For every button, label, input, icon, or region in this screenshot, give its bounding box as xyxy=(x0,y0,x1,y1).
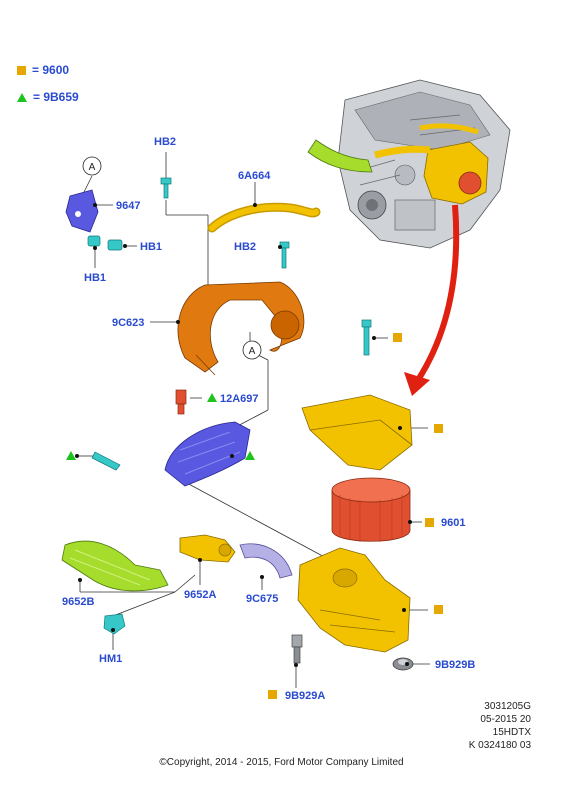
yellow-square-icon xyxy=(434,424,443,433)
reference-code-2: 05-2015 20 xyxy=(480,714,531,725)
part-6a664-hose xyxy=(207,202,321,233)
part-12a697-sensor xyxy=(175,389,187,415)
part-9601-filter xyxy=(331,477,411,542)
green-triangle-icon xyxy=(207,393,217,402)
label-9652a: 9652A xyxy=(184,589,216,601)
part-9b929b xyxy=(392,657,414,671)
part-9652a xyxy=(179,534,236,563)
label-9652b: 9652B xyxy=(62,596,94,608)
part-9b929a xyxy=(291,634,303,664)
green-triangle-icon xyxy=(17,92,27,102)
legend-text-9b659: = 9B659 xyxy=(33,90,79,104)
yellow-square-icon xyxy=(393,333,402,342)
svg-text:A: A xyxy=(249,346,256,357)
bolt-left-clip xyxy=(91,451,121,471)
yellow-square-icon xyxy=(434,605,443,614)
label-9c675: 9C675 xyxy=(246,593,278,605)
label-9647: 9647 xyxy=(116,200,140,212)
hb2-bolt-top xyxy=(160,177,172,199)
label-12a697: 12A697 xyxy=(220,393,259,405)
engine-assembly xyxy=(307,79,511,249)
label-9b929b: 9B929B xyxy=(435,659,475,671)
reference-code-3: 15HDTX xyxy=(492,727,531,738)
label-9601: 9601 xyxy=(441,517,465,529)
part-9c675-hose xyxy=(239,543,293,579)
leader-dots xyxy=(75,203,412,667)
legend-row-9600: = 9600 xyxy=(17,63,69,77)
part-9652b-duct xyxy=(61,540,169,592)
label-6a664: 6A664 xyxy=(238,170,271,182)
yellow-square-icon xyxy=(17,65,26,75)
label-hb2-mid: HB2 xyxy=(234,241,256,253)
hb1-bolt-left xyxy=(87,235,101,247)
label-9b929a: 9B929A xyxy=(285,690,325,702)
part-hm1 xyxy=(103,613,126,635)
label-hm1: HM1 xyxy=(99,653,122,665)
part-cover-bolt xyxy=(361,319,372,356)
green-triangle-icon xyxy=(66,451,76,460)
svg-text:A: A xyxy=(89,162,96,173)
part-airbox-lower xyxy=(297,547,411,653)
legend-text-9600: = 9600 xyxy=(32,63,70,77)
legend-row-9b659: = 9B659 xyxy=(17,90,79,104)
hb1-bolt-right xyxy=(107,239,123,251)
green-triangle-icon xyxy=(245,451,255,460)
reference-code-1: 3031205G xyxy=(484,701,531,712)
part-blue-duct xyxy=(164,421,251,487)
part-9c623-duct xyxy=(177,281,305,376)
yellow-square-icon xyxy=(425,518,434,527)
part-labels: HB2 6A664 9647 HB1 HB2 HB1 9C623 12A697 … xyxy=(62,136,475,702)
reference-code-4: K 0324180 03 xyxy=(468,740,531,751)
legend-symbols xyxy=(66,333,443,699)
callout-a-top: A xyxy=(82,156,102,176)
callout-a-mid: A xyxy=(242,340,262,360)
installation-arrow xyxy=(404,204,460,396)
label-hb2-top: HB2 xyxy=(154,136,176,148)
label-9c623: 9C623 xyxy=(112,317,144,329)
drawing-reference-codes: 3031205G 05-2015 20 15HDTX K 0324180 03 xyxy=(469,700,531,752)
yellow-square-icon xyxy=(268,690,277,699)
label-hb1-bottom: HB1 xyxy=(84,272,106,284)
part-airbox-cover xyxy=(301,394,413,471)
part-9647-bracket xyxy=(65,189,99,233)
label-hb1-right: HB1 xyxy=(140,241,162,253)
copyright-notice: ©Copyright, 2014 - 2015, Ford Motor Comp… xyxy=(159,757,404,768)
